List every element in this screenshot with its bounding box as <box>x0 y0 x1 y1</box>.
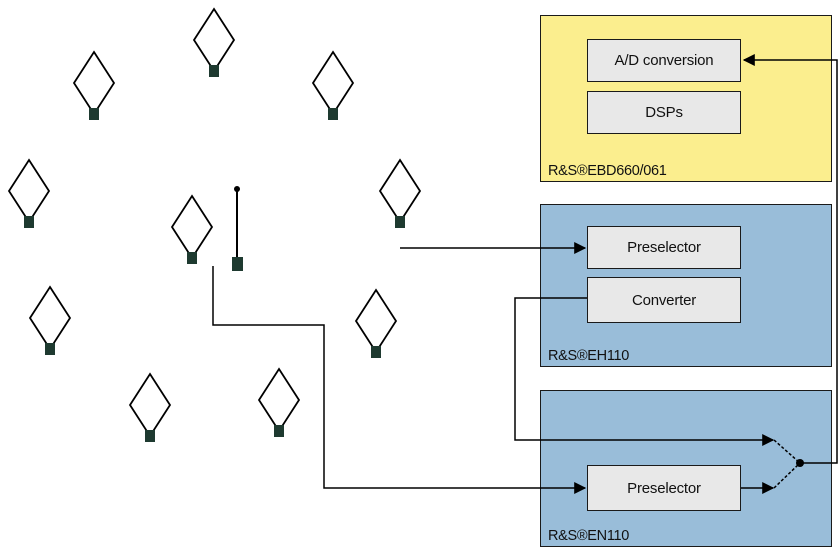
antenna-element-icon <box>170 194 214 264</box>
converter-label: Converter <box>631 291 697 309</box>
monopole-antenna-icon <box>232 186 243 271</box>
converter-module: Converter <box>587 277 741 323</box>
ad-conversion-module: A/D conversion <box>587 39 741 82</box>
eh110-preselector-label: Preselector <box>627 239 701 256</box>
en110-preselector-label: Preselector <box>627 479 701 497</box>
en110-input-line <box>212 266 587 494</box>
antenna-element-icon <box>28 285 72 355</box>
en110-label: R&S®EN110 <box>548 528 630 544</box>
antenna-element-icon <box>7 158 51 228</box>
ad-conversion-label: A/D conversion <box>614 52 714 69</box>
antenna-element-icon <box>354 288 398 358</box>
antenna-element-icon <box>192 7 236 77</box>
converter-output-line <box>514 297 775 446</box>
antenna-element-icon <box>257 367 301 437</box>
ebd660-label: R&S®EBD660/061 <box>548 163 667 179</box>
antenna-array <box>7 7 422 442</box>
ad-input-line <box>742 54 838 464</box>
eh110-preselector-module: Preselector <box>587 226 741 269</box>
antenna-element-icon <box>72 50 116 120</box>
en110-preselector-module: Preselector <box>587 465 741 511</box>
eh110-label: R&S®EH110 <box>548 348 630 364</box>
dsps-module: DSPs <box>587 91 741 134</box>
antenna-element-icon <box>378 158 422 228</box>
antenna-element-icon <box>128 372 172 442</box>
dsps-label: DSPs <box>645 104 683 121</box>
antenna-element-icon <box>311 50 355 120</box>
switch-icon <box>773 439 804 489</box>
